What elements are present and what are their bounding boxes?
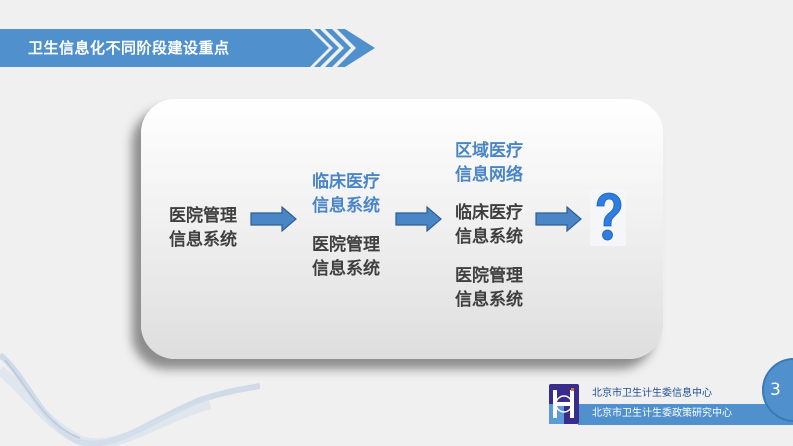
arrow-right-icon: [535, 206, 582, 232]
stage3-regional-health-network: 区域医疗 信息网络: [455, 141, 523, 185]
stage3-hospital-mgmt-system: 医院管理 信息系统: [455, 266, 523, 310]
footer-org-info-center: 北京市卫生计生委信息中心: [592, 388, 712, 399]
slide-title: 卫生信息化不同阶段建设重点: [28, 39, 230, 57]
footer-bar: [578, 404, 793, 425]
arrow-right-icon: [395, 206, 442, 232]
decorative-wave: [0, 352, 260, 446]
page-number: 3: [770, 380, 781, 400]
stage2-clinical-info-system: 临床医疗 信息系统: [312, 172, 380, 216]
title-banner: [0, 29, 310, 67]
chevrons-icon: [305, 29, 375, 67]
organization-logo: [549, 384, 579, 424]
arrow-right-icon: [250, 206, 297, 232]
question-mark-icon: [590, 190, 626, 246]
stage1-hospital-mgmt-system: 医院管理 信息系统: [169, 206, 237, 250]
stage2-hospital-mgmt-system: 医院管理 信息系统: [312, 235, 380, 279]
footer-org-policy-center: 北京市卫生计生委政策研究中心: [592, 408, 732, 419]
stage3-clinical-info-system: 临床医疗 信息系统: [455, 203, 523, 247]
diagram-card: [141, 99, 663, 359]
